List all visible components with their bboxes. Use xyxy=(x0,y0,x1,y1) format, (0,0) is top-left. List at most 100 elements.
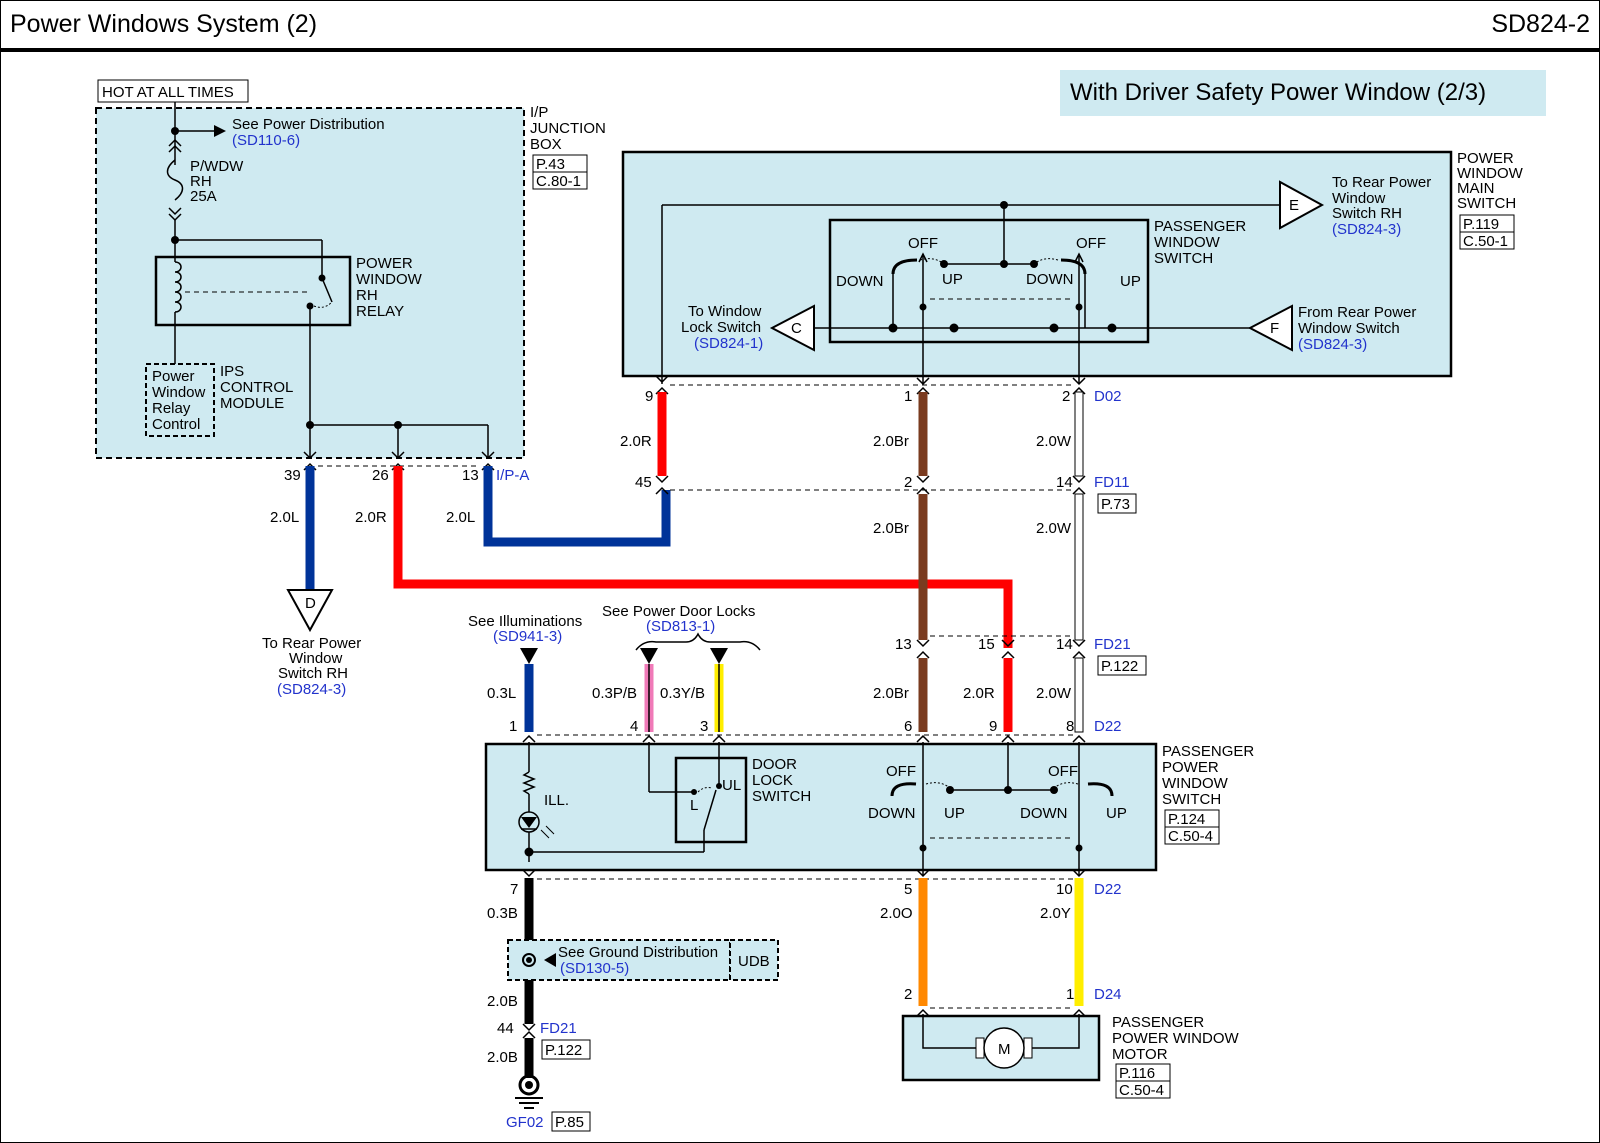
motor-name-1: PASSENGER xyxy=(1112,1014,1204,1031)
d22-pin-6: 6 xyxy=(904,718,912,735)
to-rear-1: To Rear Power xyxy=(1332,174,1431,191)
d22b-pin-5: 5 xyxy=(904,881,912,898)
fuse-label-2: RH xyxy=(190,173,212,190)
page-title: Power Windows System (2) xyxy=(10,10,318,38)
gnd-fd21-id: FD21 xyxy=(540,1020,577,1037)
arrow-right-icon xyxy=(214,125,226,137)
to-rear-ref: (SD824-3) xyxy=(1332,221,1401,238)
wire-label-2.0O: 2.0O xyxy=(880,905,913,922)
fd11-pin-14: 14 xyxy=(1056,474,1073,491)
main-up-2: UP xyxy=(1120,273,1141,290)
wire-2.0W-fd11 xyxy=(1074,493,1084,641)
wire-label-0.3L: 0.3L xyxy=(487,685,516,702)
relay-ctrl-2: Window xyxy=(152,384,206,401)
connector-chevron-icon xyxy=(168,138,182,153)
ips-label-2: CONTROL xyxy=(220,379,293,396)
see-illum: See Illuminations xyxy=(468,613,582,630)
header-rule xyxy=(0,48,1600,52)
d24-pin-1: 1 xyxy=(1066,986,1074,1003)
connector-c-label: C xyxy=(791,320,802,337)
pass-off-2: OFF xyxy=(1048,763,1078,780)
d24-pin-2: 2 xyxy=(904,986,912,1003)
wire-label-2.0Br-c: 2.0Br xyxy=(873,685,909,702)
wire-2.0W-d02 xyxy=(1074,391,1084,477)
d02-pin-2: 2 xyxy=(1062,388,1070,405)
wire-2.0W-fd21 xyxy=(1074,657,1084,733)
fd11-id: FD11 xyxy=(1094,474,1130,491)
passenger-power-window-switch xyxy=(484,742,1158,872)
d22-pin-1: 1 xyxy=(509,718,517,735)
d02-id: D02 xyxy=(1094,388,1122,405)
arrow-down-icon xyxy=(710,648,728,664)
main-conn: C.50-1 xyxy=(1463,233,1508,250)
rear-d-text-3: Switch RH xyxy=(278,665,348,682)
see-locks: See Power Door Locks xyxy=(602,603,755,620)
hot-at-all-times-box xyxy=(97,79,249,103)
d22-pin-8: 8 xyxy=(1066,718,1074,735)
main-name-4: SWITCH xyxy=(1457,195,1516,212)
from-rear-1: From Rear Power xyxy=(1298,304,1416,321)
dl-name-2: LOCK xyxy=(752,772,793,789)
wire-2.0R-main xyxy=(393,466,1013,648)
ip-box-conn: C.80-1 xyxy=(536,173,581,190)
door-lock-switch xyxy=(674,756,748,844)
fuse-label-3: 25A xyxy=(190,188,217,205)
main-up-1: UP xyxy=(942,271,963,288)
pass-name-3: WINDOW xyxy=(1162,775,1229,792)
ips-label-3: MODULE xyxy=(220,395,284,412)
wire-label-2.0L-b: 2.0L xyxy=(446,509,475,526)
wire-label-0.3B: 0.3B xyxy=(487,905,518,922)
main-down-1: DOWN xyxy=(836,273,884,290)
to-lock-ref: (SD824-1) xyxy=(694,335,763,352)
fd11-page: P.73 xyxy=(1101,496,1130,513)
arrow-left-icon xyxy=(544,953,556,967)
wire-2.0L-main xyxy=(483,466,671,547)
udb-box xyxy=(729,939,779,981)
d22b-pin-10: 10 xyxy=(1056,881,1073,898)
connector-f-triangle xyxy=(1247,304,1293,352)
wire-label-2.0W-b: 2.0W xyxy=(1036,520,1072,537)
from-rear-ref: (SD824-3) xyxy=(1298,336,1367,353)
dl-name-1: DOOR xyxy=(752,756,797,773)
see-locks-ref: (SD813-1) xyxy=(646,618,715,635)
resistor-icon xyxy=(521,771,537,795)
ill-label: ILL. xyxy=(544,792,569,809)
rear-d-text-2: Window xyxy=(289,650,343,667)
pass-off-1: OFF xyxy=(886,763,916,780)
pass-name-2: POWER xyxy=(1162,759,1219,776)
gf02-page: P.85 xyxy=(555,1114,584,1131)
variant-banner-text: With Driver Safety Power Window (2/3) xyxy=(1070,79,1487,106)
wire-label-2.0R-c: 2.0R xyxy=(963,685,995,702)
wire-label-0.3Y/B: 0.3Y/B xyxy=(660,685,705,702)
gnd-fd21-page: P.122 xyxy=(545,1042,582,1059)
pass-up-2: UP xyxy=(1106,805,1127,822)
wire-label-2.0Y: 2.0Y xyxy=(1040,905,1071,922)
fd21-pin-14: 14 xyxy=(1056,636,1073,653)
wire-label-0.3P/B: 0.3P/B xyxy=(592,685,637,702)
ip-box-name-2: JUNCTION xyxy=(530,120,606,137)
d22-pin-9: 9 xyxy=(989,718,997,735)
ip-conn-id: I/P-A xyxy=(496,467,529,484)
wire-label-2.0Br-a: 2.0Br xyxy=(873,433,909,450)
ip-box-page: P.43 xyxy=(536,156,565,173)
relay-label-4: RELAY xyxy=(356,303,404,320)
power-window-rh-relay xyxy=(154,255,352,327)
relay-ctrl-1: Power xyxy=(152,368,195,385)
hot-label: HOT AT ALL TIMES xyxy=(102,84,234,101)
wire-label-2.0R-a: 2.0R xyxy=(355,509,387,526)
pass-name-1: PASSENGER xyxy=(1162,743,1254,760)
pass-name-4: SWITCH xyxy=(1162,791,1221,808)
wire-label-2.0B-a: 2.0B xyxy=(487,993,518,1010)
main-pass-sw-1: PASSENGER xyxy=(1154,218,1246,235)
ips-control-box xyxy=(145,363,215,437)
wire-label-2.0R-b: 2.0R xyxy=(620,433,652,450)
see-ground-ref: (SD130-5) xyxy=(560,960,629,977)
main-name-2: WINDOW xyxy=(1457,165,1524,182)
rear-d-text-1: To Rear Power xyxy=(262,635,361,652)
to-rear-3: Switch RH xyxy=(1332,205,1402,222)
ip-box-name-1: I/P xyxy=(530,104,548,121)
wire-label-2.0W-a: 2.0W xyxy=(1036,433,1072,450)
see-ground: See Ground Distribution xyxy=(558,944,718,961)
pass-up-1: UP xyxy=(944,805,965,822)
